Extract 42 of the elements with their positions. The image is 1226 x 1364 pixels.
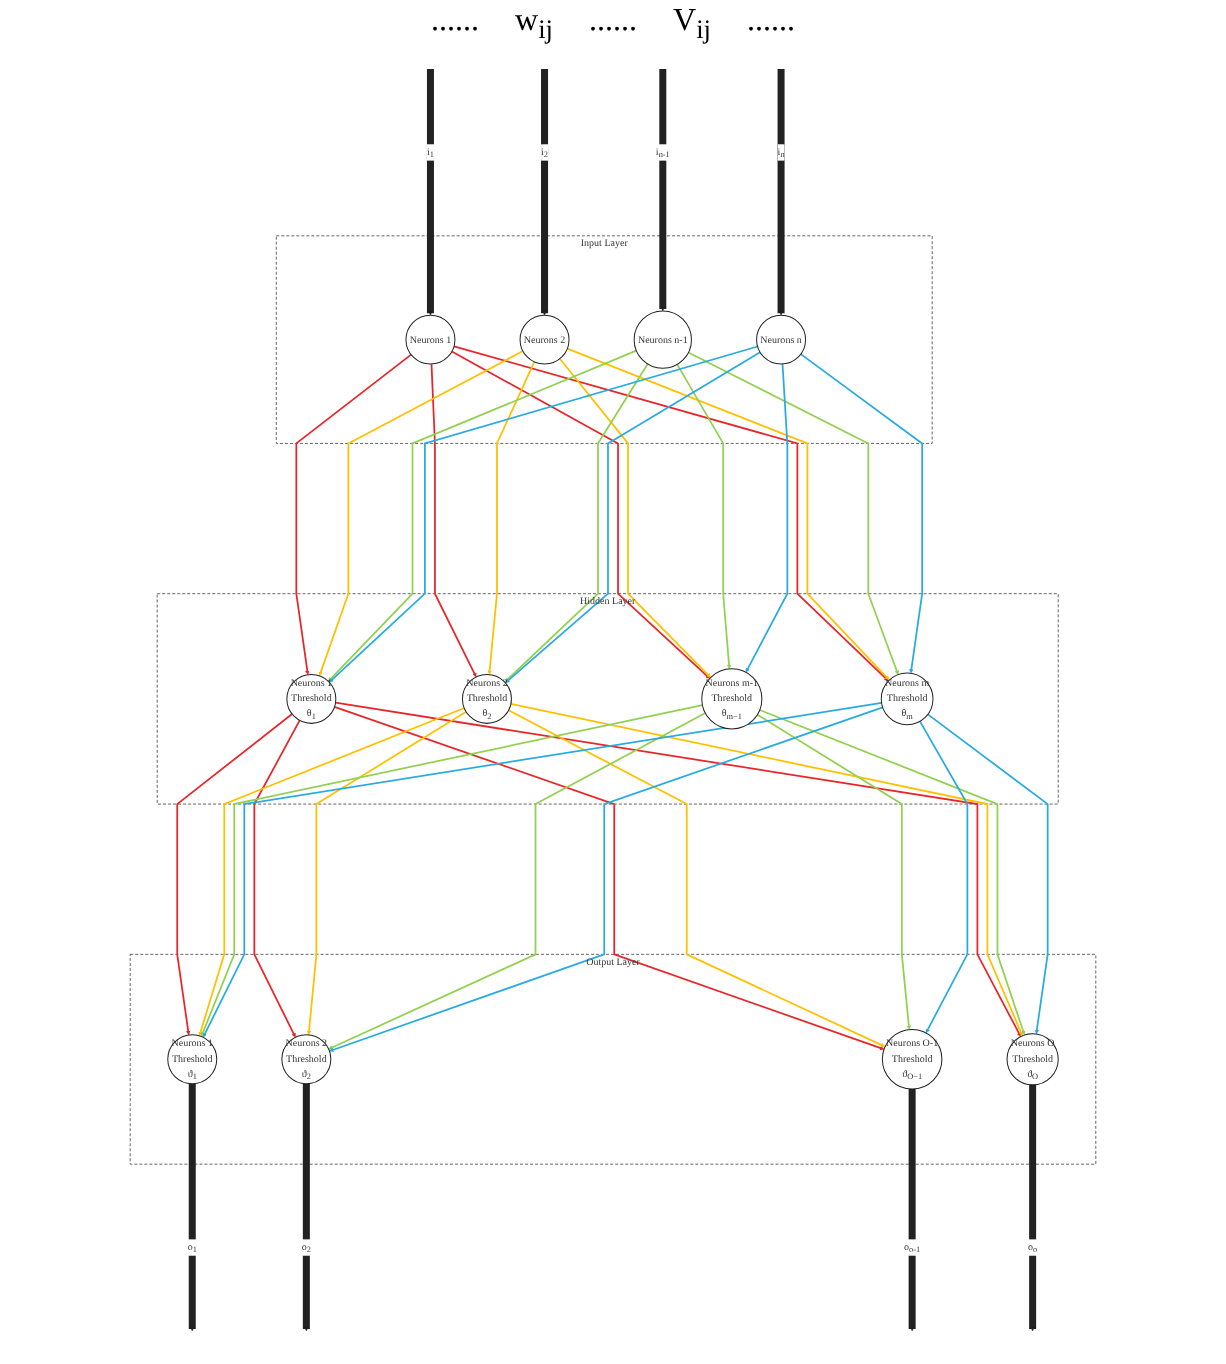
arrow (777, 69, 785, 316)
arrow (451, 351, 710, 680)
arrow (306, 711, 467, 1036)
arrow (758, 709, 1026, 1036)
arrow (334, 702, 1021, 1038)
arrow (676, 363, 732, 670)
arrow (453, 345, 889, 682)
arrow (487, 361, 536, 676)
arrow (188, 1084, 196, 1332)
arrow (687, 352, 899, 676)
ellipsis-label: ...... (746, 4, 795, 42)
arrow (328, 712, 707, 1050)
arrow (559, 358, 711, 679)
arrow (318, 350, 524, 677)
arrow (541, 69, 549, 316)
arrow (202, 702, 883, 1038)
arrow (505, 351, 761, 684)
weight-label: w$_{ij}$ (515, 4, 553, 47)
arrow (302, 1084, 310, 1332)
arrow (200, 704, 704, 1038)
ellipsis-label: ...... (589, 4, 637, 42)
arrow (329, 346, 759, 683)
arrow (1029, 1085, 1037, 1332)
arrow (566, 348, 890, 681)
arrow (426, 69, 434, 316)
arrow (176, 713, 293, 1036)
arrow (295, 354, 412, 676)
weight-label: V$_{ij}$ (673, 4, 711, 47)
arrow (507, 709, 886, 1048)
arrow (908, 1089, 916, 1332)
arrow (756, 714, 912, 1031)
arrow (799, 353, 924, 674)
arrow (253, 719, 301, 1038)
arrow (745, 363, 789, 673)
arrow (198, 707, 466, 1037)
arrow (659, 69, 667, 312)
ellipsis-label: ...... (431, 4, 480, 42)
arrow (504, 363, 649, 683)
arrow (919, 720, 969, 1034)
arrow (430, 363, 477, 678)
arrow (926, 713, 1049, 1035)
arrow (510, 703, 1023, 1037)
